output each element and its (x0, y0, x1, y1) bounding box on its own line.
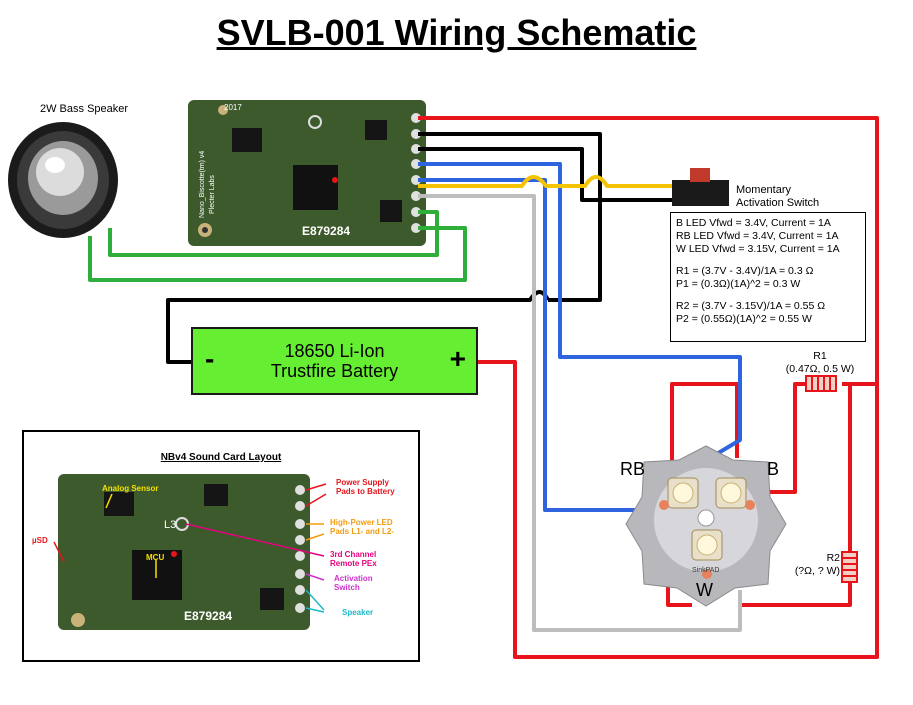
battery-label: 18650 Li-Ion Trustfire Battery (233, 341, 436, 381)
page-title: SVLB-001 Wiring Schematic (216, 12, 697, 53)
battery-negative-wire (418, 132, 602, 302)
speaker-label: 2W Bass Speaker (40, 103, 129, 115)
speaker-wire-1 (108, 210, 439, 257)
inset-serial: E879284 (184, 609, 232, 623)
annotation-power-line2: Pads to Battery (336, 487, 395, 496)
spec-rb-led: RB LED Vfwd = 3.4V, Current = 1A (676, 230, 839, 242)
annotation-led-pads-line1: High-Power LED (330, 518, 393, 527)
switch-signal-wire (418, 175, 672, 188)
spec-r2: R2 = (3.7V - 3.15V)/1A = 0.55 Ω (676, 300, 826, 312)
annotation-third-channel: 3rd Channel Remote PEx (330, 550, 377, 568)
activation-switch (672, 168, 729, 206)
spec-r1: R1 = (3.7V - 3.4V)/1A = 0.3 Ω (676, 265, 814, 277)
annotation-third-channel-line2: Remote PEx (330, 559, 377, 568)
r2-name: R2 (826, 552, 840, 564)
spec-p1: P1 = (0.3Ω)(1A)^2 = 0.3 W (676, 278, 801, 290)
switch-ground-wire (418, 147, 672, 202)
switch-label: Momentary Activation Switch (736, 184, 819, 210)
battery-minus: - (205, 343, 215, 374)
inset-board: E879284 L3 (53, 474, 327, 630)
battery-label-line2: Trustfire Battery (270, 361, 399, 381)
spec-w-led: W LED Vfwd = 3.15V, Current = 1A (676, 243, 840, 255)
r2-value: (?Ω, ? W) (794, 565, 840, 577)
annotation-third-channel-line1: 3rd Channel (330, 550, 377, 559)
annotation-activation-line1: Activation (334, 574, 373, 583)
speaker-wire-2 (88, 226, 467, 282)
spec-gap (676, 291, 860, 300)
sound-card-board: E879284 2017 Nano_Biscotte(tm) v4 Plecte… (188, 100, 426, 246)
board-sub: Plecter Labs (209, 175, 216, 214)
sound-card-layout-panel: NBv4 Sound Card Layout E879284 (22, 430, 420, 662)
b-led-wire (418, 162, 742, 457)
switch-label-line1: Momentary (736, 184, 792, 196)
rb-led-label: RB (620, 459, 646, 479)
annotation-led-pads: High-Power LED Pads L1- and L2- (330, 518, 394, 536)
r2-to-w-wire (740, 582, 852, 607)
battery: - 18650 Li-Ion Trustfire Battery + (191, 327, 478, 395)
board-brand: Nano_Biscotte(tm) v4 (199, 151, 206, 218)
board-year: 2017 (224, 103, 242, 112)
inset-l3: L3 (164, 519, 176, 531)
annotation-led-pads-line2: Pads L1- and L2- (330, 527, 395, 536)
speaker-icon (8, 122, 118, 238)
battery-label-line1: 18650 Li-Ion (284, 341, 385, 361)
annotation-power-line1: Power Supply (336, 478, 389, 487)
resistor-r1 (805, 375, 837, 392)
annotation-mcu: MCU (146, 553, 165, 562)
spec-p2: P2 = (0.55Ω)(1A)^2 = 0.55 W (676, 313, 812, 325)
board-serial: E879284 (302, 224, 350, 238)
resistor-r2 (841, 551, 858, 583)
r1-value: (0.47Ω, 0.5 W) (785, 363, 855, 375)
b-led-label: B (767, 459, 780, 479)
w-led-wire (418, 194, 742, 632)
annotation-activation: Activation Switch (334, 574, 373, 592)
w-led-label: W (696, 580, 713, 600)
annotation-activation-line2: Switch (334, 583, 360, 592)
spec-gap (676, 256, 860, 265)
r2-label: R2 (?Ω, ? W) (784, 552, 840, 578)
battery-plus: + (449, 343, 466, 374)
switch-label-line2: Activation Switch (736, 197, 820, 209)
annotation-speaker: Speaker (342, 608, 374, 617)
r1-to-b-wire (768, 382, 808, 494)
inset-title: NBv4 Sound Card Layout (160, 452, 282, 463)
annotation-usd: µSD (32, 536, 48, 545)
battery-positive-wire (418, 116, 879, 659)
r2-feed-wire (848, 382, 877, 552)
spec-box: B LED Vfwd = 3.4V, Current = 1A RB LED V… (670, 212, 866, 342)
annotation-power: Power Supply Pads to Battery (336, 478, 395, 496)
led-star-board: SinkPAD (625, 445, 787, 607)
r1-label: R1 (0.47Ω, 0.5 W) (780, 350, 860, 376)
star-text: SinkPAD (692, 567, 720, 574)
spec-b-led: B LED Vfwd = 3.4V, Current = 1A (676, 217, 831, 229)
r1-name: R1 (813, 350, 827, 362)
rb-led-wire (418, 178, 660, 512)
annotation-analog-sensor: Analog Sensor (102, 484, 159, 493)
